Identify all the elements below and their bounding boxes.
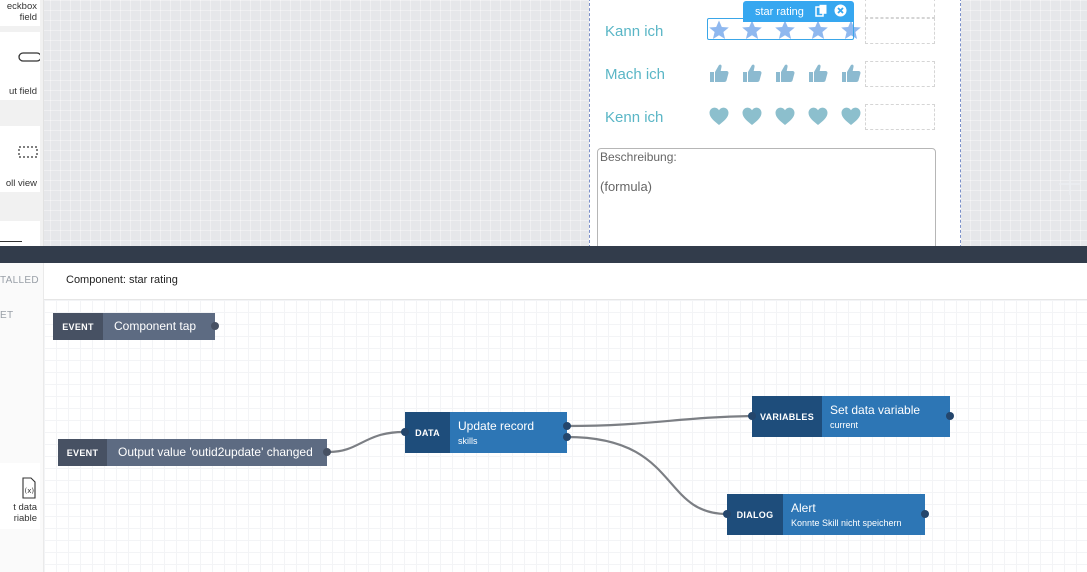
rating-label: Mach ich — [605, 66, 666, 83]
value-box — [865, 104, 935, 130]
svg-text:(x): (x) — [25, 487, 35, 495]
description-field[interactable]: Beschreibung: (formula) — [597, 148, 936, 246]
output-port[interactable] — [323, 448, 331, 456]
phone-preview: Kann ich Mach ich Kenn ich star rating — [589, 0, 961, 246]
rating-row-mach: Mach ich — [605, 61, 945, 88]
output-port-success[interactable] — [563, 422, 571, 430]
star-icon[interactable] — [708, 19, 730, 41]
node-title: Alert — [791, 500, 816, 515]
star-icon[interactable] — [840, 19, 862, 41]
node-kind-label: VARIABLES — [752, 396, 822, 437]
palette-label: riable — [13, 513, 37, 524]
node-title: Output value 'outid2update' changed — [118, 445, 313, 459]
description-label: Beschreibung: — [600, 150, 677, 164]
component-tag-label: star rating — [755, 5, 804, 18]
heart-icon[interactable] — [840, 105, 862, 127]
node-update-record[interactable]: DATA Update record skills — [401, 412, 571, 453]
star-rating-component[interactable] — [708, 19, 862, 41]
thumbs-up-icon[interactable] — [708, 62, 730, 84]
sidebar-tab-partial[interactable]: ET — [0, 310, 14, 321]
panel-divider[interactable] — [0, 246, 1087, 263]
rating-label: Kenn ich — [605, 109, 664, 126]
component-tag[interactable]: star rating — [743, 1, 854, 22]
heart-icon[interactable] — [807, 105, 829, 127]
rating-label: Kann ich — [605, 23, 664, 40]
palette-item-checkbox-field[interactable]: eckbox field — [0, 0, 40, 26]
heart-icon[interactable] — [708, 105, 730, 127]
value-box — [865, 61, 935, 87]
node-title: Update record — [458, 418, 535, 433]
palette-label: oll view — [5, 178, 37, 189]
thumbs-up-icon[interactable] — [741, 62, 763, 84]
thumbs-up-icon[interactable] — [840, 62, 862, 84]
heart-rating-component[interactable] — [708, 105, 862, 127]
output-port[interactable] — [946, 412, 954, 420]
logic-sidebar: TALLED ET (x) t data riable — [0, 263, 44, 572]
node-alert[interactable]: DIALOG Alert Konnte Skill nicht speicher… — [723, 494, 929, 535]
star-icon[interactable] — [741, 19, 763, 41]
design-canvas[interactable]: eckbox field ut field oll view Kann ich — [0, 0, 1087, 246]
thumbs-rating-component[interactable] — [708, 62, 862, 84]
node-subtitle: Konnte Skill nicht speichern — [791, 517, 902, 528]
rating-row-kenn: Kenn ich — [605, 104, 945, 131]
input-port[interactable] — [748, 412, 756, 420]
palette-label: ut field — [9, 86, 37, 97]
node-kind-label: EVENT — [53, 313, 103, 340]
component-palette: eckbox field ut field oll view — [0, 0, 44, 246]
palette-label: t data — [13, 502, 37, 513]
node-kind-label: DIALOG — [727, 494, 783, 535]
close-icon[interactable] — [834, 4, 847, 17]
node-subtitle: skills — [458, 435, 478, 446]
star-icon[interactable] — [774, 19, 796, 41]
input-field-icon — [18, 52, 40, 62]
rating-row-kann: Kann ich — [605, 18, 945, 45]
scroll-view-icon — [18, 146, 38, 158]
node-output-changed[interactable]: EVENT Output value 'outid2update' change… — [58, 439, 331, 466]
value-box — [865, 0, 935, 18]
palette-item-partial[interactable] — [0, 221, 40, 246]
input-port[interactable] — [723, 510, 731, 518]
palette-label: field — [19, 12, 37, 23]
sidebar-tab-installed[interactable]: TALLED — [0, 275, 39, 286]
description-value: (formula) — [600, 179, 653, 194]
palette-item-input-field[interactable]: ut field — [0, 32, 40, 100]
output-port[interactable] — [921, 510, 929, 518]
copy-icon[interactable] — [815, 4, 828, 17]
node-kind-label: DATA — [405, 412, 450, 453]
output-port[interactable] — [211, 322, 219, 330]
node-title: Component tap — [114, 319, 197, 333]
output-port-error[interactable] — [563, 433, 571, 441]
value-box — [865, 18, 935, 44]
logic-header: Component: star rating — [44, 263, 1087, 300]
add-icon[interactable] — [1058, 172, 1082, 196]
node-kind-label: EVENT — [58, 439, 107, 466]
thumbs-up-icon[interactable] — [807, 62, 829, 84]
input-port[interactable] — [401, 428, 409, 436]
node-title: Set data variable — [830, 402, 921, 417]
star-icon[interactable] — [807, 19, 829, 41]
palette-item-scroll-view[interactable]: oll view — [0, 126, 40, 192]
thumbs-up-icon[interactable] — [774, 62, 796, 84]
node-component-tap[interactable]: EVENT Component tap — [53, 313, 219, 340]
palette-item-set-data-variable[interactable]: (x) t data riable — [0, 463, 40, 529]
heart-icon[interactable] — [741, 105, 763, 127]
heart-icon[interactable] — [774, 105, 796, 127]
variable-icon: (x) — [22, 477, 36, 499]
node-set-data-variable[interactable]: VARIABLES Set data variable current — [748, 396, 954, 437]
node-subtitle: current — [830, 419, 859, 430]
palette-label: eckbox — [6, 1, 37, 12]
